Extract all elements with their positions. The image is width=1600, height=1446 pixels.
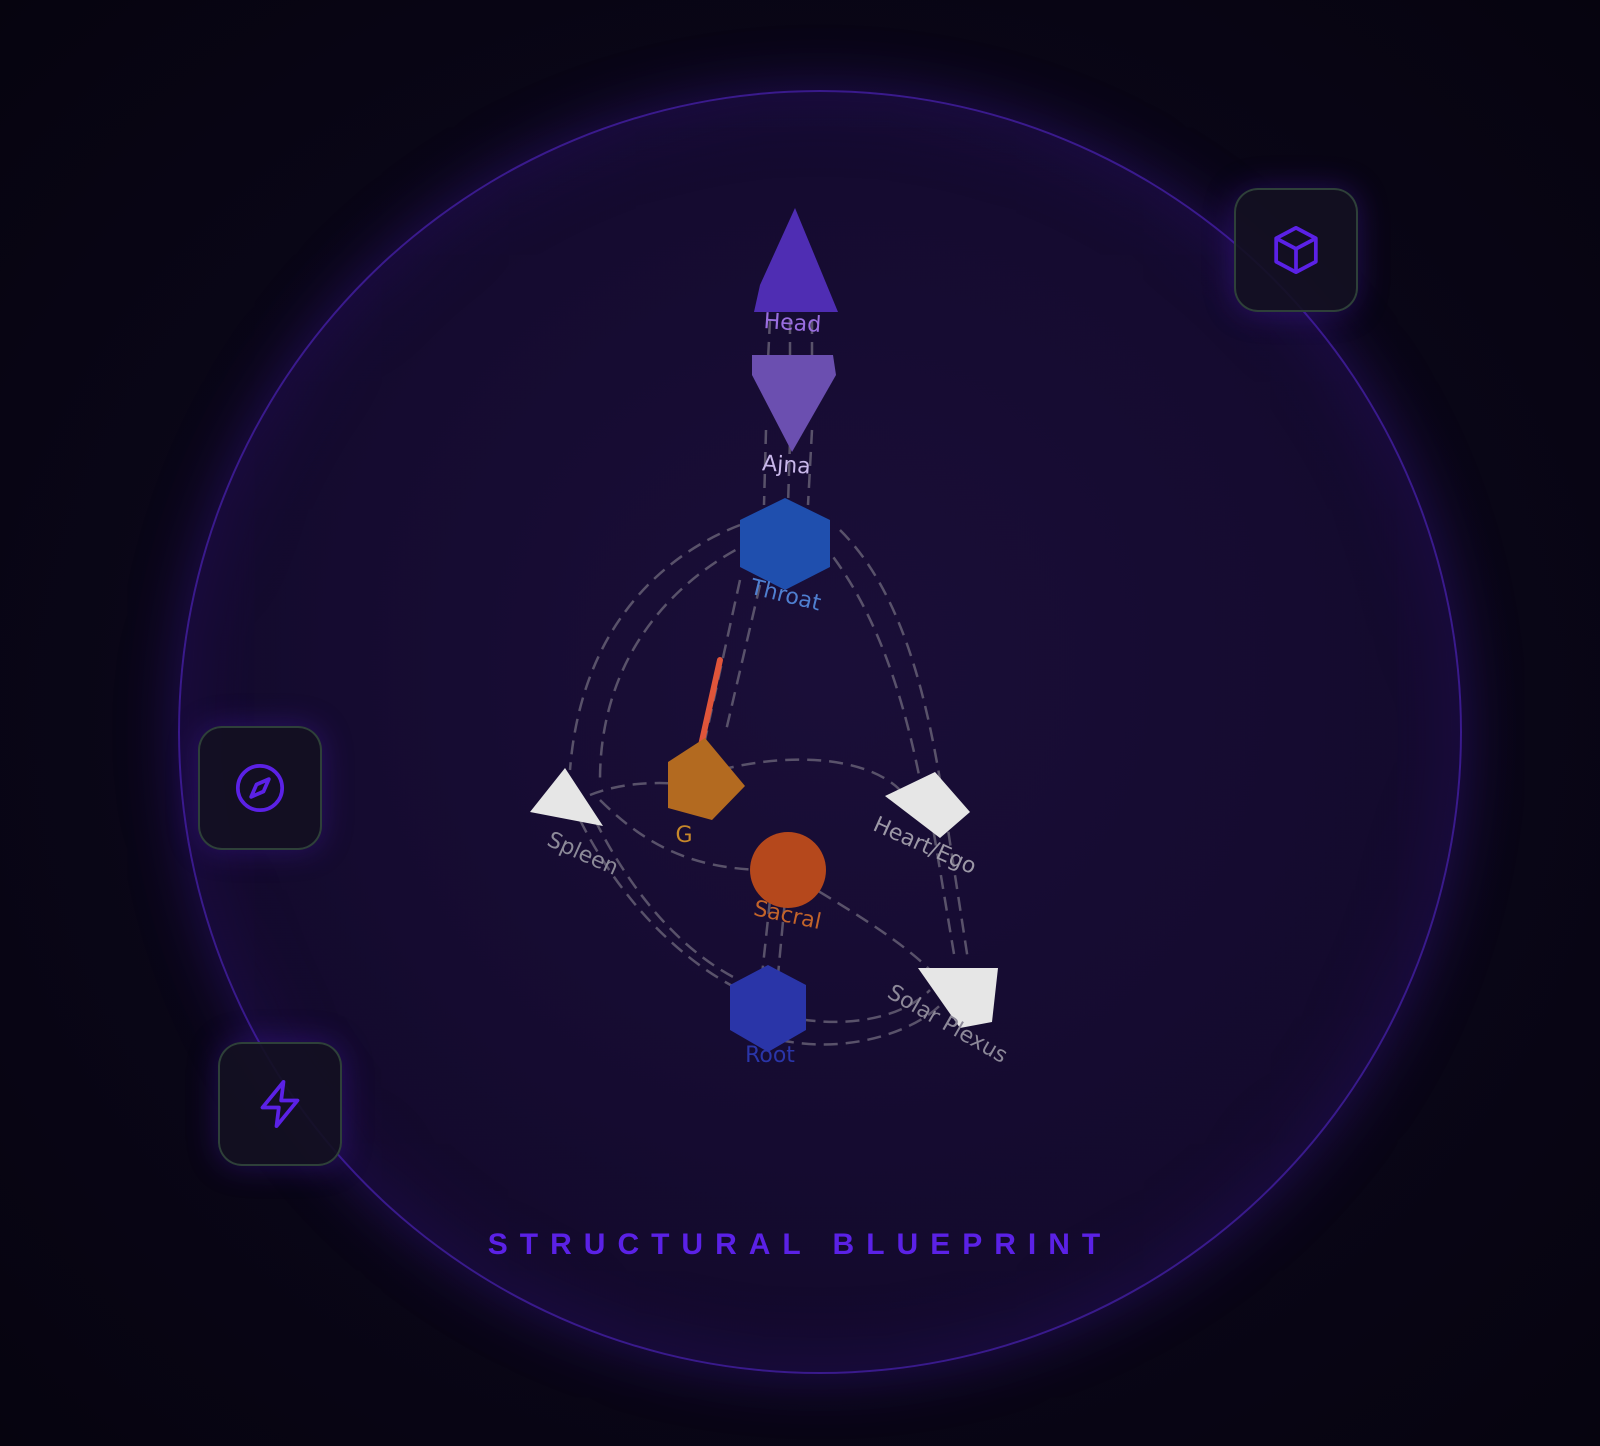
channel-spleen-sacral [599,799,771,872]
channel-throat-heart-2 [839,529,942,781]
center-label-ajna: Ajna [761,451,811,479]
channel-ajna-throat-3 [806,429,814,506]
center-label-head: Head [763,309,822,338]
center-heart[interactable] [885,772,970,838]
center-g[interactable] [668,738,745,820]
channel-ajna-throat-1 [762,429,768,506]
channel-sacral-root-1 [760,899,772,976]
center-throat[interactable] [740,498,830,590]
channel-head-ajna-1 [766,319,772,361]
center-root[interactable] [730,965,806,1052]
center-solar-plexus[interactable] [918,968,998,1028]
channel-sacral-root-2 [776,899,787,976]
channel-sacral-solar [799,878,931,971]
channel-throat-spleen-1 [568,523,741,771]
center-sacral[interactable] [750,832,826,908]
center-label-root: Root [745,1043,795,1068]
channel-g-heart [719,758,901,791]
channel-throat-g-2 [723,584,762,736]
center-head[interactable] [754,208,838,312]
page-title: STRUCTURAL BLUEPRINT [487,1228,1113,1261]
center-label-sacral: Sacral [751,896,823,935]
channel-throat-heart-1 [819,539,922,781]
channel-heart-solar-2 [943,809,970,961]
channel-heart-solar-1 [928,809,957,961]
channels [568,319,970,1046]
compass-icon [235,763,285,813]
lightning-bolt-icon [260,1079,300,1129]
channel-root-solar-2 [779,999,946,1046]
center-label-g: G [675,823,692,848]
channel-root-solar-1 [779,989,931,1024]
compass-button[interactable] [198,726,322,850]
active-channel-throat-g [697,657,723,753]
cube-icon [1274,225,1318,275]
lightning-bolt-button[interactable] [218,1042,342,1166]
channel-ajna-throat-2 [786,439,792,506]
channel-spleen-root-1 [578,819,741,992]
channel-spleen-root-2 [593,819,751,987]
center-label-spleen: Spleen [543,827,622,880]
center-ajna[interactable] [752,355,836,452]
channel-throat-spleen-2 [598,538,756,781]
center-spleen[interactable] [530,768,603,826]
cube-button[interactable] [1234,188,1358,312]
